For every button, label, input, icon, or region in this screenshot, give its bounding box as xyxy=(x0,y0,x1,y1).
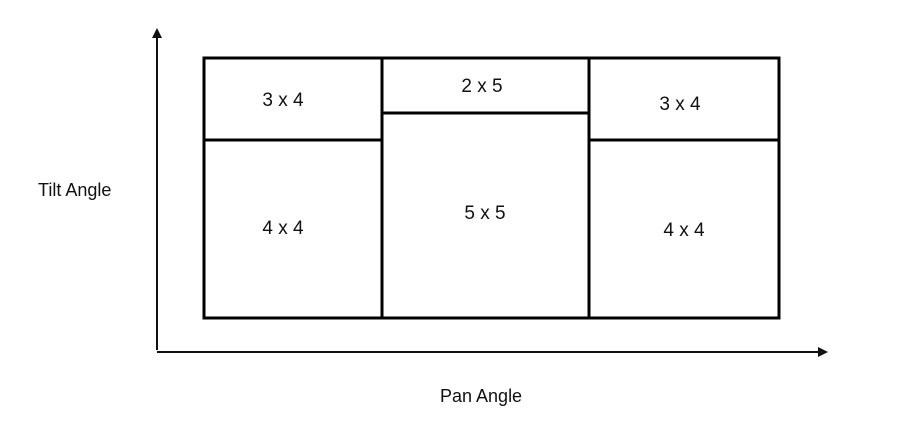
cell-label-right-top: 3 x 4 xyxy=(659,94,701,115)
cell-label-middle-bottom: 5 x 5 xyxy=(464,203,505,224)
cell-label-left-top: 3 x 4 xyxy=(262,90,304,111)
cell-label-left-bottom: 4 x 4 xyxy=(262,218,304,239)
cell-label-middle-top: 2 x 5 xyxy=(461,76,502,97)
grid-frame xyxy=(202,56,781,320)
y-axis-label: Tilt Angle xyxy=(38,180,112,200)
x-axis-label: Pan Angle xyxy=(440,386,523,406)
cell-label-right-bottom: 4 x 4 xyxy=(663,220,705,241)
